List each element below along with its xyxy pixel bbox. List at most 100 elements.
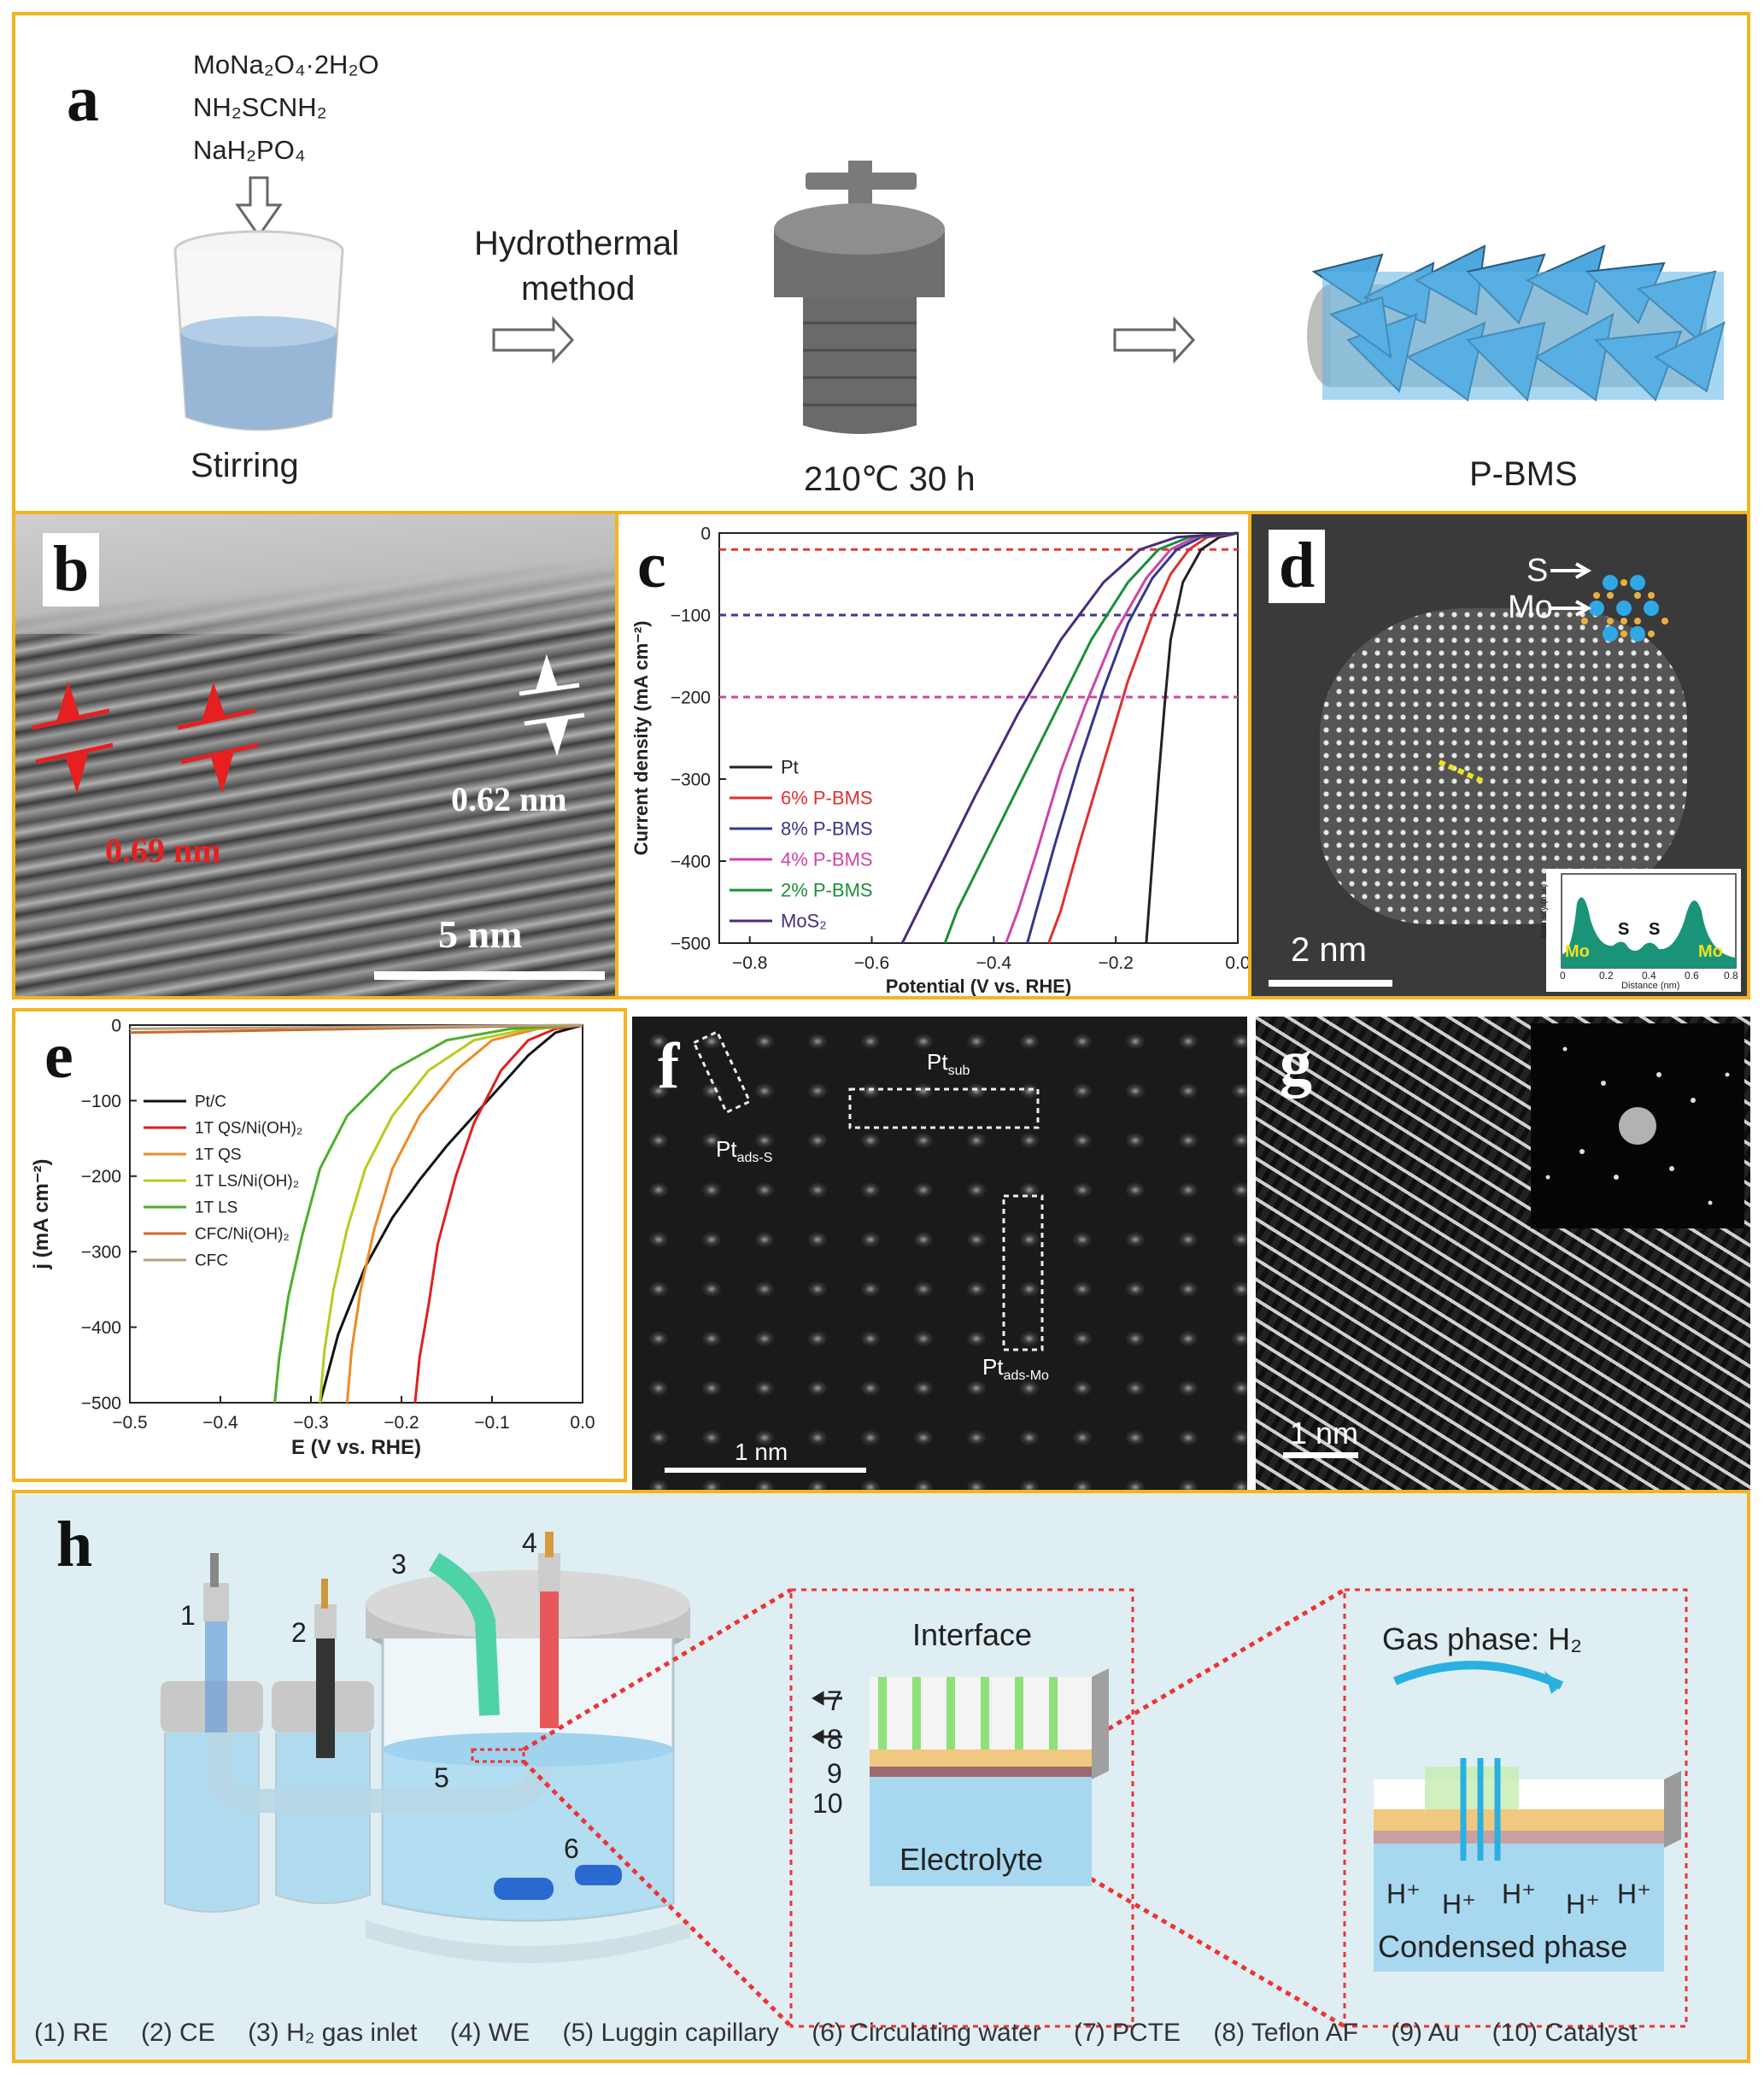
right-arrow-2 — [1113, 316, 1196, 364]
intensity-inset: Intensity (a.u.) Mo S S Mo 0 0.2 0.4 0.6… — [1539, 869, 1741, 992]
panel-g-scale: 1 nm — [1290, 1416, 1359, 1451]
caption-luggin: (5) Luggin capillary — [562, 2019, 779, 2047]
panel-f-overlay — [665, 1029, 1044, 1473]
caption-we: (4) WE — [449, 2019, 530, 2047]
vacuum-region — [15, 514, 615, 634]
h-num-1: 1 — [180, 1600, 196, 1631]
fft-pattern — [1545, 1046, 1730, 1205]
s-arrow — [1550, 562, 1592, 579]
inset-tick-4: 0.8 — [1724, 970, 1738, 982]
caption-ce: (2) CE — [141, 2019, 215, 2047]
inset-xlabel: Distance (nm) — [1621, 981, 1680, 991]
series-line — [273, 1023, 583, 1404]
interface-label: Interface — [912, 1617, 1033, 1652]
x-axis-label: E (V vs. RHE) — [291, 1436, 421, 1459]
panel-h-graphics — [161, 1532, 1688, 2029]
reagent-2: NH₂SCNH₂ — [193, 92, 327, 122]
hrtem-image — [15, 514, 615, 996]
inset-label-mo-2: Mo — [1698, 942, 1723, 961]
y-tick-label: −100 — [81, 1092, 121, 1111]
series-line — [413, 1023, 583, 1404]
x-tick-label: −0.6 — [854, 953, 889, 973]
x-tick-label: −0.5 — [112, 1413, 147, 1433]
atom-s-label: S — [1527, 553, 1549, 589]
inset-tick-1: 0.2 — [1599, 970, 1614, 982]
h-num-3: 3 — [391, 1549, 407, 1580]
caption-catalyst: (10) Catalyst — [1491, 2019, 1638, 2047]
legend-label: 1T QS/Ni(OH)₂ — [195, 1120, 302, 1138]
legend-label: 4% P-BMS — [781, 849, 873, 870]
h-plus-3: H⁺ — [1502, 1879, 1536, 1909]
panel-g: g 1 nm — [1256, 1017, 1750, 1491]
panel-d-overlay — [1269, 562, 1668, 987]
caption-circulating-water: (6) Circulating water — [812, 2019, 1041, 2047]
panel-a-graphics — [173, 161, 1726, 434]
spacing-right: 0.62 nm — [451, 780, 567, 818]
method-label: method — [521, 270, 636, 308]
legend-label: 2% P-BMS — [781, 880, 873, 901]
x-tick-label: −0.2 — [1098, 953, 1133, 973]
hydrothermal-label: Hydrothermal — [474, 225, 680, 262]
x-axis-label: Potential (V vs. RHE) — [886, 976, 1072, 996]
panel-h: h 1 2 3 4 5 6 7 8 9 10 Interface Electro… — [12, 1490, 1750, 2063]
panel-c-label: c — [637, 530, 666, 601]
series-line — [319, 1023, 583, 1404]
stirring-label: Stirring — [190, 447, 299, 484]
y-tick-label: −100 — [671, 606, 711, 625]
y-axis-label: Current density (mA cm⁻²) — [630, 621, 652, 856]
h-plus-2: H⁺ — [1442, 1889, 1476, 1920]
autoclave-icon — [774, 161, 945, 434]
legend-label: 8% P-BMS — [781, 818, 873, 840]
panel-f-scale: 1 nm — [735, 1439, 788, 1465]
panel-a: a MoNa₂O₄·2H₂O NH₂SCNH₂ NaH₂PO₄ — [12, 12, 1750, 514]
beaker-icon — [173, 230, 344, 431]
y-tick-label: −200 — [671, 688, 711, 707]
pt-sub-label: Ptsub — [927, 1049, 970, 1079]
series-line — [319, 1023, 583, 1404]
inset-tick-2: 0.4 — [1642, 970, 1656, 982]
h-num-9: 9 — [827, 1758, 842, 1789]
legend-label: 1T LS/Ni(OH)₂ — [195, 1173, 299, 1191]
legend-label: MoS₂ — [781, 911, 827, 932]
plot-frame — [129, 1024, 583, 1404]
h-num-6: 6 — [564, 1833, 579, 1864]
legend-label: 1T QS — [195, 1146, 242, 1164]
y-tick-label: −400 — [671, 852, 711, 871]
x-tick-label: −0.3 — [293, 1413, 328, 1433]
y-axis-label: j (mA cm⁻²) — [30, 1158, 53, 1269]
reagent-1: MoNa₂O₄·2H₂O — [193, 50, 379, 79]
legend-label: 1T LS — [195, 1199, 237, 1217]
panel-e-label: e — [44, 1020, 73, 1092]
y-tick-label: −500 — [671, 934, 711, 953]
panel-a-label: a — [67, 63, 99, 135]
intensity-profile — [1561, 873, 1737, 969]
spacing-left: 0.69 nm — [105, 831, 221, 870]
caption-teflon: (8) Teflon AF — [1213, 2019, 1358, 2047]
legend-label: CFC/Ni(OH)₂ — [195, 1226, 290, 1244]
legend-label: CFC — [195, 1252, 228, 1270]
inset-tick-3: 0.6 — [1685, 970, 1699, 982]
y-tick-label: −200 — [81, 1167, 121, 1187]
pt-ads-s-label: Ptads-S — [716, 1136, 773, 1166]
down-arrow — [235, 176, 283, 238]
condition-label: 210℃ 30 h — [804, 460, 976, 498]
pt-ads-mo-label: Ptads-Mo — [982, 1354, 1049, 1384]
inset-tick-0: 0 — [1560, 970, 1566, 982]
series-line — [129, 1023, 583, 1030]
y-tick-label: −300 — [671, 770, 711, 789]
x-tick-label: 0.0 — [1225, 953, 1248, 973]
panel-g-scale-bar — [1283, 1452, 1358, 1458]
gas-phase-label: Gas phase: H₂ — [1382, 1621, 1583, 1656]
x-tick-label: −0.2 — [384, 1413, 419, 1433]
y-tick-label: 0 — [700, 524, 711, 543]
reagent-3: NaH₂PO₄ — [193, 135, 306, 165]
gas-condensed-icon — [1374, 1661, 1681, 1972]
panel-d-scale: 2 nm — [1291, 931, 1367, 969]
h-plus-5: H⁺ — [1617, 1879, 1651, 1909]
y-tick-label: −500 — [81, 1393, 121, 1413]
caption-re: (1) RE — [34, 2019, 108, 2047]
atom-mo-label: Mo — [1508, 589, 1553, 625]
